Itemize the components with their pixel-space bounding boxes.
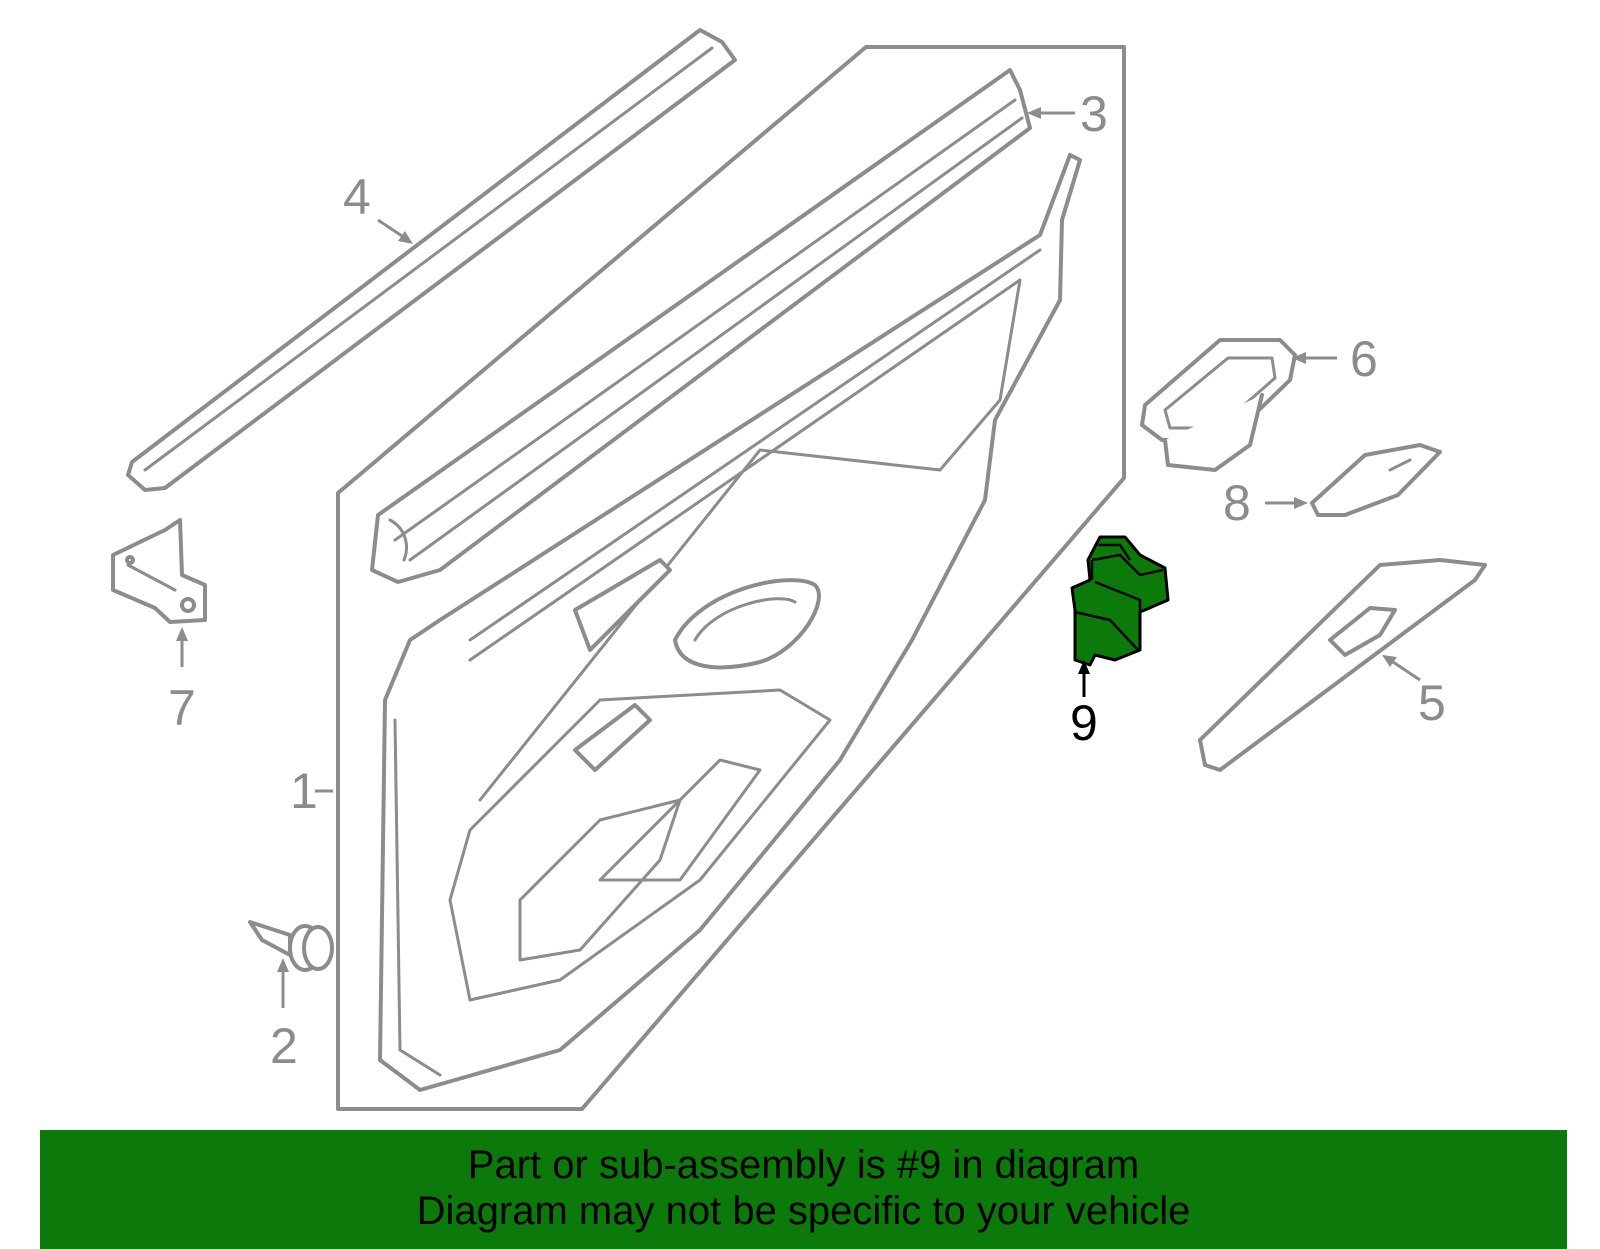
part-9-window-switch: [1070, 535, 1170, 667]
part-1-boundary: [336, 45, 1126, 1111]
callout-8: 8: [1223, 475, 1251, 531]
callout-2: 2: [270, 1018, 298, 1074]
callout-4: 4: [343, 169, 371, 225]
part-6-bezel: [1140, 338, 1297, 472]
door-trim-panel: [378, 153, 1082, 1092]
callout-6: 6: [1350, 331, 1378, 387]
part-8-cover: [1310, 443, 1442, 517]
callout-7: 7: [168, 680, 196, 736]
info-banner: Part or sub-assembly is #9 in diagram Di…: [40, 1130, 1567, 1249]
parts-diagram: 1 2 3 4 5 6 7 8 9: [111, 28, 1487, 1111]
callout-5: 5: [1418, 675, 1446, 731]
part-5-finisher: [1198, 558, 1487, 772]
callout-9: 9: [1070, 695, 1098, 751]
part-7-bracket: [111, 518, 207, 624]
callout-3: 3: [1080, 86, 1108, 142]
callout-1: 1: [290, 763, 318, 819]
banner-line-disclaimer: Diagram may not be specific to your vehi…: [416, 1189, 1191, 1233]
banner-line-part: Part or sub-assembly is #9 in diagram: [467, 1143, 1140, 1187]
part-3-upper-trim: [370, 68, 1032, 584]
part-2-clip: [248, 920, 334, 972]
leader-lines: [176, 107, 1421, 1008]
part-4-moulding: [126, 28, 737, 492]
